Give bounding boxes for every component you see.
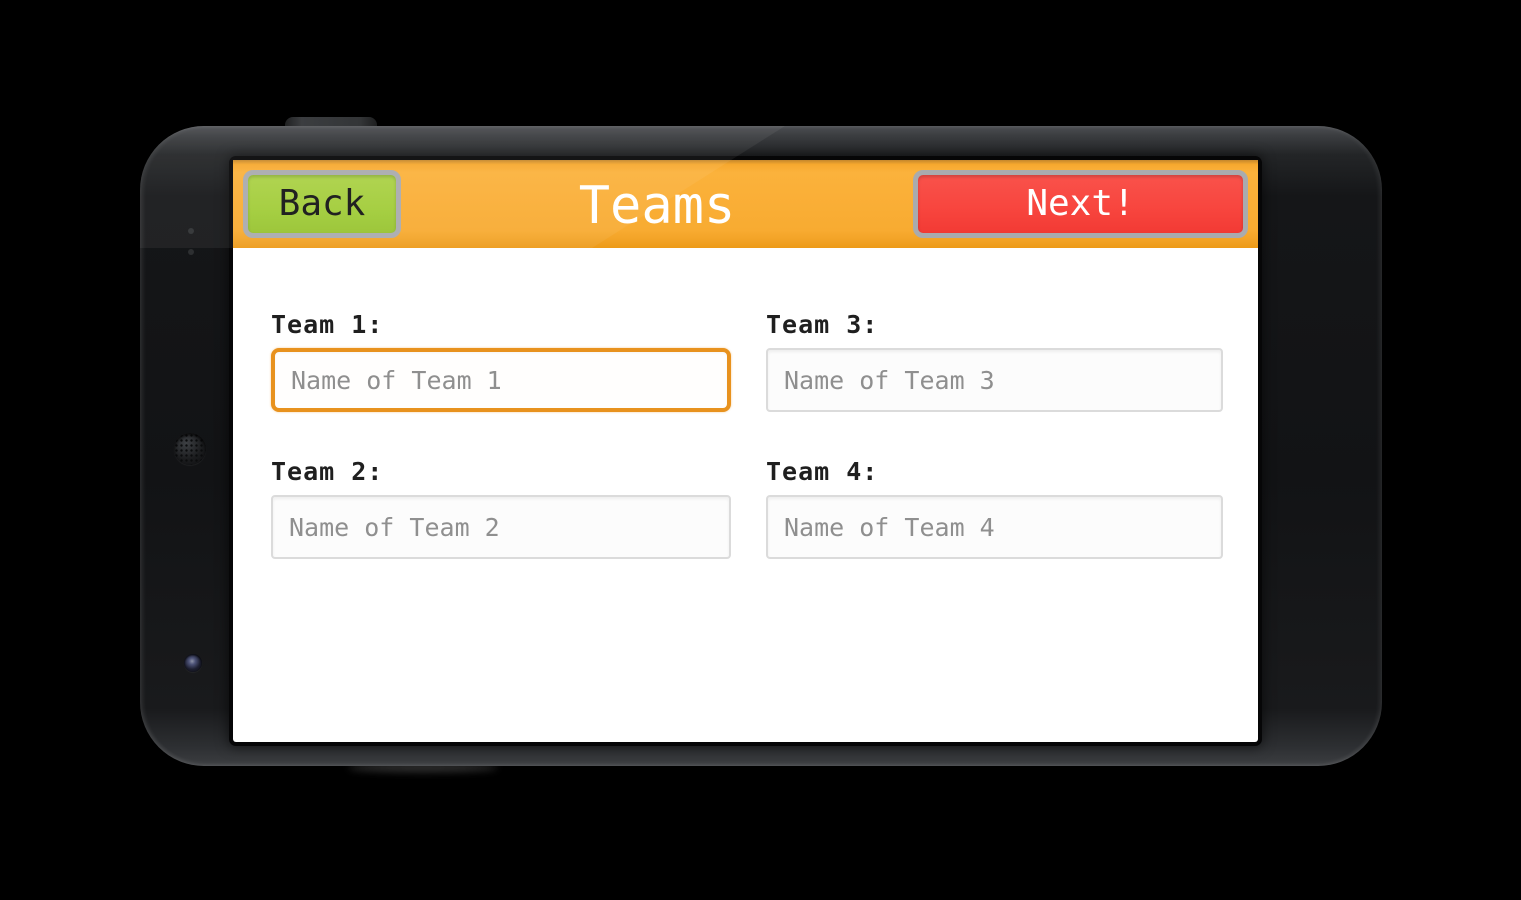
team-3-name-input[interactable] bbox=[766, 348, 1223, 412]
phone-shadow bbox=[348, 763, 498, 772]
front-camera-icon bbox=[184, 654, 202, 672]
team-3-field: Team 3: bbox=[766, 310, 1223, 412]
team-2-name-input[interactable] bbox=[271, 495, 731, 559]
content-area: Team 1: Team 2: Team 3: Team 4: bbox=[233, 248, 1258, 559]
team-1-label: Team 1: bbox=[271, 310, 384, 339]
team-4-field: Team 4: bbox=[766, 457, 1223, 559]
ambient-sensor-dot bbox=[188, 249, 194, 255]
proximity-sensor-dot bbox=[188, 228, 194, 234]
team-4-name-input[interactable] bbox=[766, 495, 1223, 559]
phone-screen: Back Teams Next! Team 1: Team 2: Team 3: bbox=[233, 160, 1258, 742]
team-1-field: Team 1: bbox=[271, 310, 731, 412]
team-1-name-input[interactable] bbox=[271, 348, 731, 412]
earpiece-speaker bbox=[174, 433, 206, 465]
team-4-label: Team 4: bbox=[766, 457, 879, 486]
page-title: Teams bbox=[578, 176, 736, 236]
phone-frame: Back Teams Next! Team 1: Team 2: Team 3: bbox=[140, 126, 1382, 766]
next-button[interactable]: Next! bbox=[913, 170, 1248, 238]
team-2-label: Team 2: bbox=[271, 457, 384, 486]
back-button[interactable]: Back bbox=[243, 170, 401, 238]
app-header: Back Teams Next! bbox=[233, 160, 1258, 248]
team-3-label: Team 3: bbox=[766, 310, 879, 339]
team-2-field: Team 2: bbox=[271, 457, 731, 559]
